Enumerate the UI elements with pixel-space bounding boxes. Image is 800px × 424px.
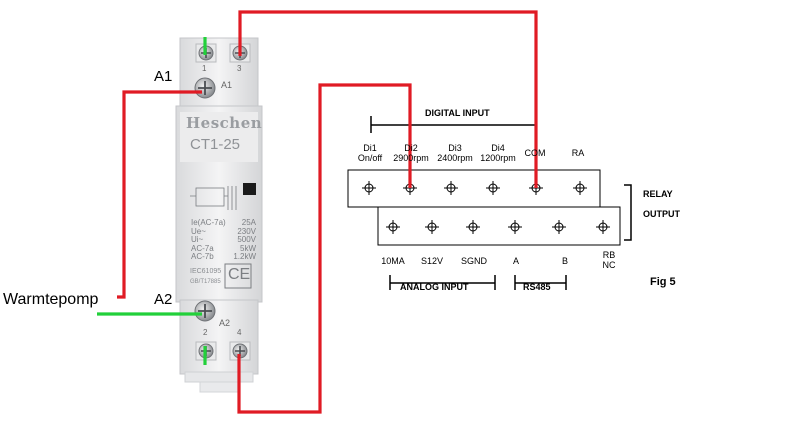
rs485-bracket	[514, 275, 567, 290]
label-10ma: 10MA	[381, 256, 405, 266]
spec-right-2: 500V	[237, 235, 256, 244]
wires	[97, 10, 538, 414]
ce-mark: CE	[228, 266, 251, 283]
standard-iec: IEC61095	[190, 268, 222, 275]
di1-name: Di1	[363, 143, 377, 153]
di1-function: On/off	[357, 153, 383, 163]
terminal-number-2: 2	[203, 328, 208, 337]
di3-label: Di3 2400rpm	[434, 143, 476, 163]
contactor	[175, 37, 263, 393]
terminal-number-1: 1	[202, 64, 207, 73]
terminal-screw-lower-3	[466, 220, 480, 234]
spec-left-1: Ue~	[191, 226, 206, 236]
contactor-bottom-cap	[179, 299, 259, 375]
screw-terminal-a2	[194, 300, 216, 322]
spec-right-3: 5kW	[240, 243, 256, 253]
screw-terminal-a1	[194, 77, 216, 99]
coil-label-a1: A1	[221, 80, 233, 90]
di2-label: Di2 2900rpm	[390, 143, 432, 163]
rb-label: RB	[602, 250, 616, 260]
di4-name: Di4	[491, 143, 505, 153]
clip-bottom	[199, 381, 239, 393]
terminal-number-4: 4	[237, 328, 242, 337]
spec-right-0: 25A	[241, 218, 256, 227]
din-clip	[184, 371, 254, 383]
terminal-screw-lower-4	[508, 220, 522, 234]
terminal-screw-upper-1	[362, 181, 376, 195]
terminal-block	[347, 169, 621, 246]
warmtepomp-label: Warmtepomp	[3, 291, 99, 308]
di3-name: Di3	[448, 143, 462, 153]
terminal-screw-lower-2	[425, 220, 439, 234]
analog-input-title: ANALOG INPUT	[400, 282, 469, 292]
wire-red-3-com	[238, 10, 538, 188]
a1-label: A1	[154, 68, 173, 85]
label-rb-nc: RB NC	[598, 250, 620, 270]
terminal-block-lower	[377, 206, 621, 246]
spec-right: 25A 230V 500V 5kW 1.2kW	[226, 218, 256, 262]
figure-caption: Fig 5	[650, 276, 676, 288]
terminal-screw-upper-4	[486, 181, 500, 195]
spec-left: Ie(AC-7a) Ue~ Ui~ AC-7a AC-7b	[191, 218, 226, 262]
digital-input-title: DIGITAL INPUT	[425, 108, 490, 118]
spec-left-0: Ie(AC-7a)	[191, 218, 226, 227]
relay-output-bracket	[624, 184, 632, 241]
ra-label: RA	[571, 148, 585, 158]
di4-label: Di4 1200rpm	[477, 143, 519, 163]
di3-function: 2400rpm	[437, 153, 473, 163]
spec-left-2: Ui~	[191, 235, 204, 244]
contactor-brand: Heschen	[186, 114, 263, 132]
terminal-screw-upper-3	[444, 181, 458, 195]
spec-right-1: 230V	[237, 226, 256, 236]
di4-function: 1200rpm	[480, 153, 516, 163]
standard-gbt: GB/T17885	[190, 279, 221, 285]
output-title: OUTPUT	[643, 209, 680, 219]
di2-function: 2900rpm	[393, 153, 429, 163]
terminal-screw-upper-6	[573, 181, 587, 195]
a2-label: A2	[154, 291, 173, 308]
wire-red-a1	[117, 90, 202, 299]
brand-band	[180, 112, 258, 162]
com-label: COM	[524, 148, 546, 158]
analog-input-bracket	[389, 275, 496, 290]
terminal-block-upper	[347, 169, 601, 208]
spec-left-3: AC-7a	[191, 243, 214, 253]
contactor-model: CT1-25	[190, 136, 241, 153]
label-b: B	[561, 256, 568, 266]
label-s12v: S12V	[420, 256, 444, 266]
nc-label: NC	[602, 260, 616, 270]
spec-right-4: 1.2kW	[233, 252, 256, 261]
wire-red-4-di2	[237, 83, 412, 414]
rs485-title: RS485	[523, 282, 551, 292]
spec-left-4: AC-7b	[191, 252, 214, 261]
label-a: A	[512, 256, 519, 266]
symbol-black-block	[243, 183, 256, 195]
relay-title: RELAY	[643, 189, 673, 199]
di1-label: Di1 On/off	[355, 143, 385, 163]
terminal-number-3: 3	[237, 64, 242, 73]
digital-input-bracket	[370, 116, 537, 133]
terminal-screw-lower-1	[386, 220, 400, 234]
terminal-screw-lower-5	[552, 220, 566, 234]
ce-box	[224, 263, 252, 289]
di2-name: Di2	[404, 143, 418, 153]
coil-label-a2: A2	[219, 318, 231, 328]
label-sgnd: SGND	[460, 256, 487, 266]
terminal-screw-lower-6	[596, 220, 610, 234]
contact-symbol	[190, 186, 237, 210]
